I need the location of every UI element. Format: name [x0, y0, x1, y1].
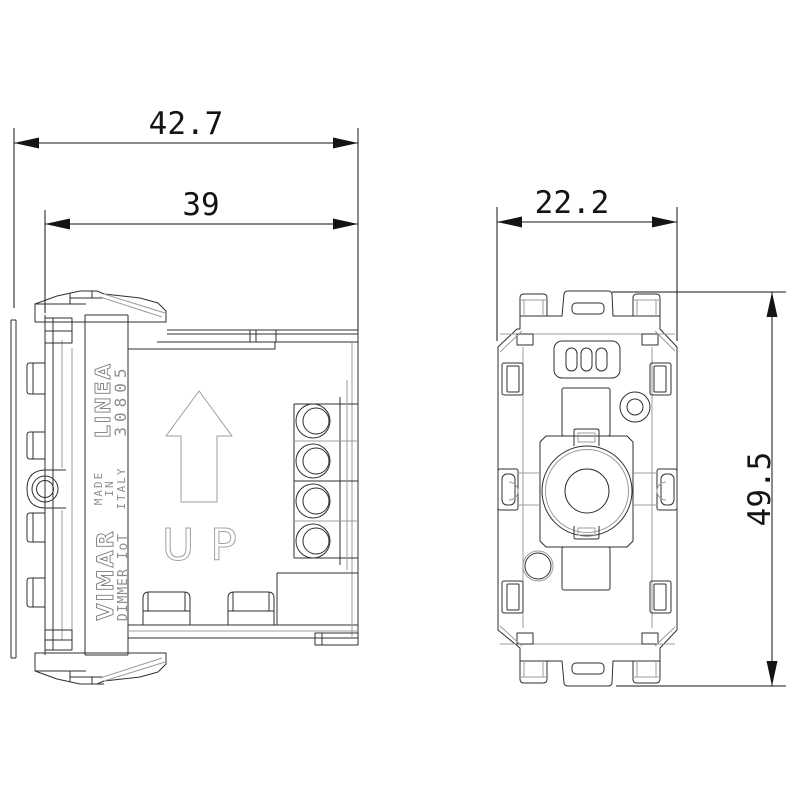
- claw-body: [26, 469, 66, 509]
- terminal-screw-3: [295, 483, 331, 519]
- dimension-module-height: 49.5: [612, 291, 786, 687]
- mounting-claw: [26, 469, 66, 509]
- side-tab-2: [26, 431, 45, 460]
- knob-ring-outer: [541, 445, 633, 537]
- arrowhead-bottom-icon: [766, 661, 778, 686]
- front-plate-hidden-edges: [61, 340, 73, 640]
- knob-ring-mid: [545, 449, 629, 533]
- chamfer-inner-lines: [499, 330, 676, 647]
- side-view: UP LINEA 30805 MADE IN ITALY VIMAR DIMME…: [10, 290, 359, 685]
- claw-hole-inner: [36, 480, 54, 498]
- top-notch: [249, 329, 277, 343]
- side-tab-1: [26, 362, 45, 395]
- body-outline: [128, 330, 359, 640]
- made-in-line2: IN: [103, 479, 116, 496]
- front-flange: [10, 319, 17, 659]
- bottom-left-block: [45, 629, 73, 651]
- body-hidden-edges: [128, 342, 358, 638]
- arrowhead-left-icon: [45, 218, 70, 230]
- extension-lines: [612, 291, 786, 687]
- body-top-edges: [157, 329, 358, 343]
- knob-top-clip: [573, 428, 600, 446]
- dim-module-depth-value: 39: [182, 187, 219, 223]
- dimension-module-width: 22.2: [496, 185, 678, 341]
- vent-slot-3: [595, 347, 608, 372]
- dimension-overall-depth: 42.7: [13, 106, 359, 340]
- knob-shaft-hole: [564, 468, 610, 514]
- vent-slot-2: [580, 347, 593, 372]
- small-hole: [522, 550, 554, 582]
- knob-bottom-clip: [573, 526, 600, 540]
- arrowhead-right-icon: [333, 137, 358, 149]
- arrowhead-left-icon: [497, 216, 522, 228]
- terminal-screw-1: [295, 403, 331, 439]
- arrowhead-right-icon: [333, 218, 358, 230]
- terminal-screw-4: [295, 523, 331, 559]
- bottom-tab-slot: [571, 662, 605, 675]
- dim-module-height-value: 49.5: [742, 452, 778, 527]
- top-tab-slot: [571, 302, 605, 315]
- terminal-screw-2: [295, 443, 331, 479]
- knob-assembly: [539, 387, 634, 591]
- bottom-right-notch: [314, 632, 359, 646]
- made-in-line3: ITALY: [115, 466, 128, 509]
- dim-overall-depth-value: 42.7: [149, 106, 224, 142]
- vent-slot-1: [565, 347, 578, 372]
- bar-notches: [516, 333, 659, 645]
- bottom-snap-tab-1: [142, 591, 191, 625]
- rear-view: [497, 290, 678, 687]
- arrowhead-top-icon: [766, 292, 778, 317]
- lower-column: [561, 546, 611, 591]
- screw-boss: [619, 391, 651, 423]
- inner-bars: [500, 333, 675, 645]
- knob-plate: [539, 435, 634, 548]
- terminal-block-bottom: [276, 572, 358, 625]
- mid-side-slots: [497, 468, 678, 511]
- brand-label: VIMAR: [94, 529, 119, 620]
- vent-plate: [553, 340, 621, 379]
- up-label: UP: [162, 520, 253, 571]
- claw-inner-lines: [520, 299, 660, 678]
- extension-lines: [496, 207, 678, 341]
- up-arrow-icon: [165, 390, 233, 503]
- side-tab-3: [26, 512, 45, 543]
- side-tab-4: [26, 577, 45, 608]
- top-latch: [34, 290, 167, 323]
- claw-hole-outer: [31, 475, 59, 503]
- lower-side-slots: [501, 580, 672, 614]
- dimension-module-depth: 39: [44, 187, 358, 313]
- bottom-latch: [34, 652, 167, 685]
- label-strip: [84, 314, 129, 656]
- arrowhead-left-icon: [14, 137, 39, 149]
- terminal-screws: [293, 380, 358, 570]
- front-plate-edges: [44, 315, 54, 655]
- series-label: LINEA: [91, 362, 115, 438]
- made-in-line1: MADE: [92, 471, 105, 506]
- arrowhead-right-icon: [652, 216, 677, 228]
- upper-side-slots: [501, 362, 672, 396]
- article-number: 30805: [111, 363, 130, 436]
- bottom-snap-tab-2: [227, 591, 275, 625]
- dim-module-width-value: 22.2: [535, 185, 610, 221]
- model-label: DIMMER IoT: [116, 533, 131, 621]
- extension-lines: [13, 128, 359, 340]
- rear-outline: [497, 290, 678, 687]
